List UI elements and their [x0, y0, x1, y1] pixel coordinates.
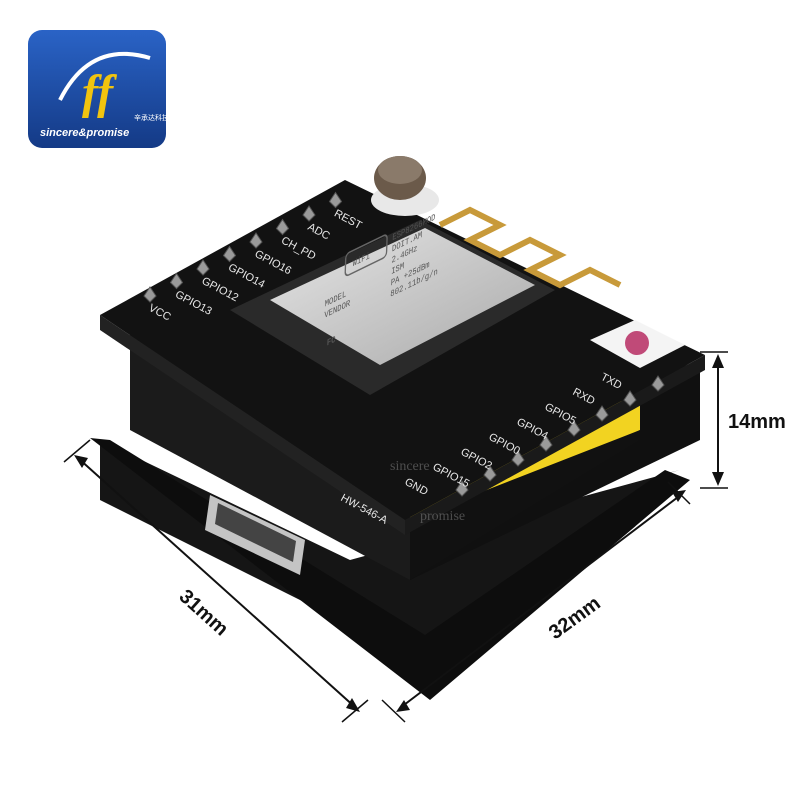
yellow-pin-header — [410, 395, 640, 580]
right-pin — [623, 390, 637, 407]
arrow-right-icon — [672, 490, 686, 502]
arrow-left-icon — [74, 455, 88, 468]
watermark-line-2: promise — [420, 509, 465, 524]
left-pin — [222, 245, 237, 263]
left-pin — [169, 272, 184, 290]
photoresistor — [371, 156, 439, 216]
left-pin — [275, 218, 290, 236]
height-label: 14mm — [728, 411, 786, 433]
top-pcb: WiFi ESP8266MOD DOIT.AM MODEL VENDOR 2.4… — [100, 156, 705, 535]
width-right-label: 32mm — [545, 592, 605, 644]
logo-brand-text: sincere&promise — [40, 127, 129, 139]
right-pin — [651, 375, 665, 392]
right-pin — [455, 480, 469, 497]
width-left-label: 31mm — [175, 585, 233, 640]
logo-cn-text: 辛承达科技 — [134, 113, 169, 122]
logo-swoosh-icon — [58, 51, 151, 101]
antenna-trace-icon — [438, 206, 622, 289]
left-pin — [328, 191, 343, 209]
watermark: sincere promise — [390, 459, 465, 524]
arrow-right-icon — [346, 698, 360, 712]
logo-mark-icon: ff — [82, 66, 117, 119]
arrow-left-icon — [396, 700, 410, 712]
right-pin — [539, 435, 553, 452]
fcc-mark-icon: FC — [327, 334, 336, 349]
arrow-down-icon — [712, 472, 724, 486]
middle-board — [130, 330, 700, 580]
usb-port-lower — [205, 495, 305, 575]
esp-module: WiFi ESP8266MOD DOIT.AM MODEL VENDOR 2.4… — [230, 212, 555, 395]
dimension-height: 14mm — [700, 351, 786, 489]
arrow-up-icon — [712, 354, 724, 368]
rgb-led — [590, 320, 685, 368]
left-pin — [302, 205, 316, 222]
brand-logo: ff 辛承达科技 sincere&promise — [28, 30, 169, 148]
right-pin — [567, 420, 581, 437]
left-pin — [143, 286, 157, 303]
right-pin — [595, 405, 609, 422]
left-pin — [196, 259, 210, 276]
left-pin — [249, 232, 263, 249]
right-pin — [511, 450, 525, 467]
watermark-line-1: sincere — [390, 459, 430, 474]
right-pin — [483, 465, 497, 482]
wifi-badge-icon — [344, 234, 388, 277]
